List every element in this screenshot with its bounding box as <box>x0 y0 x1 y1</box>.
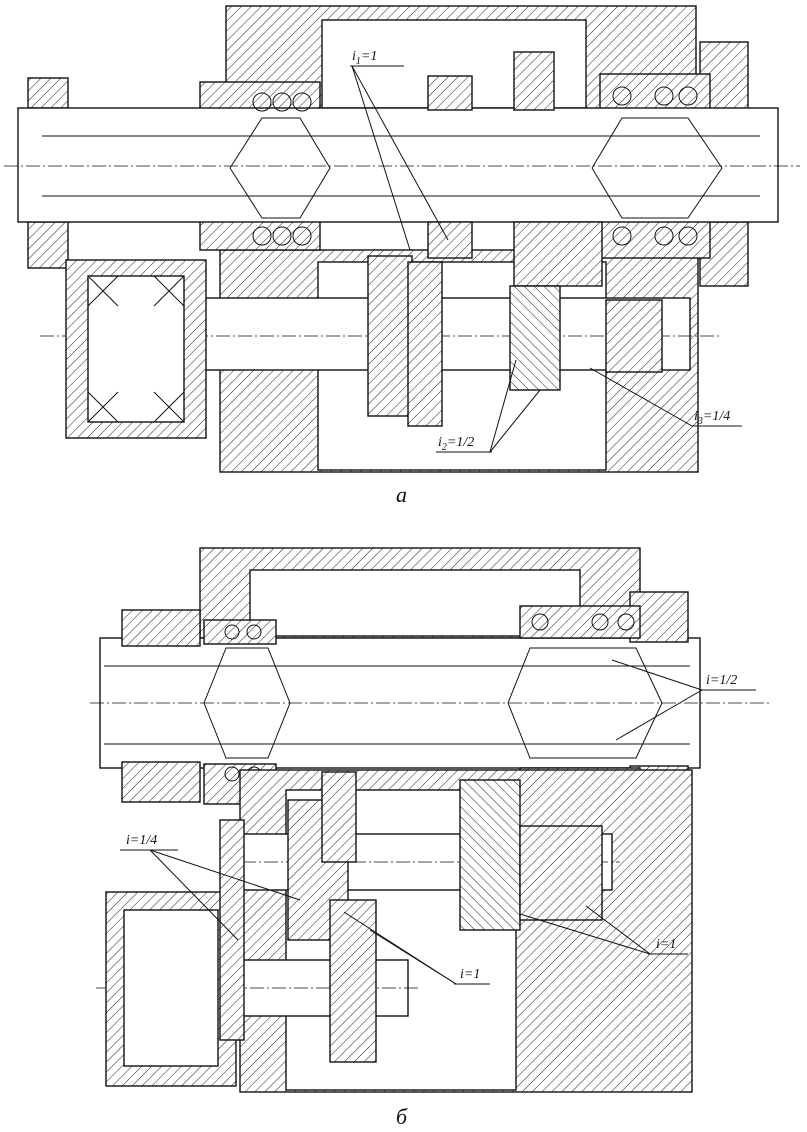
svg-text:i=1/2: i=1/2 <box>706 673 737 688</box>
svg-text:i=1: i=1 <box>656 937 676 952</box>
label-i3: i3=1/4 <box>589 367 742 427</box>
gear-4-a <box>407 261 443 427</box>
bearing-end-b <box>519 825 603 921</box>
gear-5-a <box>509 285 561 391</box>
drawing-a: i1=1 i2=1/2 i3=1/4 а <box>4 5 800 507</box>
label-i1: i1=1 <box>350 49 449 251</box>
end-cap-top-left-b <box>121 609 201 647</box>
svg-text:i2=1/2: i2=1/2 <box>438 435 474 453</box>
gear-2-top-a <box>513 51 555 111</box>
svg-text:i3=1/4: i3=1/4 <box>694 409 730 427</box>
end-cap-top-left-a <box>27 77 69 109</box>
label-ratio-half: i=1/2 <box>611 659 756 741</box>
caption-a: а <box>396 482 407 507</box>
gear-2-b <box>459 779 521 931</box>
gear-3-b <box>329 899 377 1063</box>
label-ratio-quarter: i=1/4 <box>120 833 301 941</box>
gear-1-top-a <box>427 75 473 111</box>
label-i2: i2=1/2 <box>436 359 541 453</box>
gear-2-bottom-a <box>513 221 603 287</box>
svg-text:i=1/4: i=1/4 <box>126 833 157 848</box>
svg-text:i1=1: i1=1 <box>352 49 377 67</box>
label-ratio-one-a: i=1 <box>343 911 490 985</box>
main-spindle-a <box>17 107 779 223</box>
gear-3-a <box>367 255 413 417</box>
end-cap-bottom-left-a <box>27 221 69 269</box>
svg-text:i=1: i=1 <box>460 967 480 982</box>
bearing-end-a <box>605 299 663 373</box>
gear-1-bottom-a <box>427 221 473 259</box>
drawing-b: i=1/2 i=1/4 i=1 i=1 б <box>90 547 770 1129</box>
caption-b: б <box>396 1104 408 1129</box>
bearing-housing-left-top-b <box>203 619 277 645</box>
bearing-housing-right-top-b <box>519 605 641 639</box>
end-cap-bottom-left-b <box>121 761 201 803</box>
label-ratio-one-b: i=1 <box>519 905 688 955</box>
